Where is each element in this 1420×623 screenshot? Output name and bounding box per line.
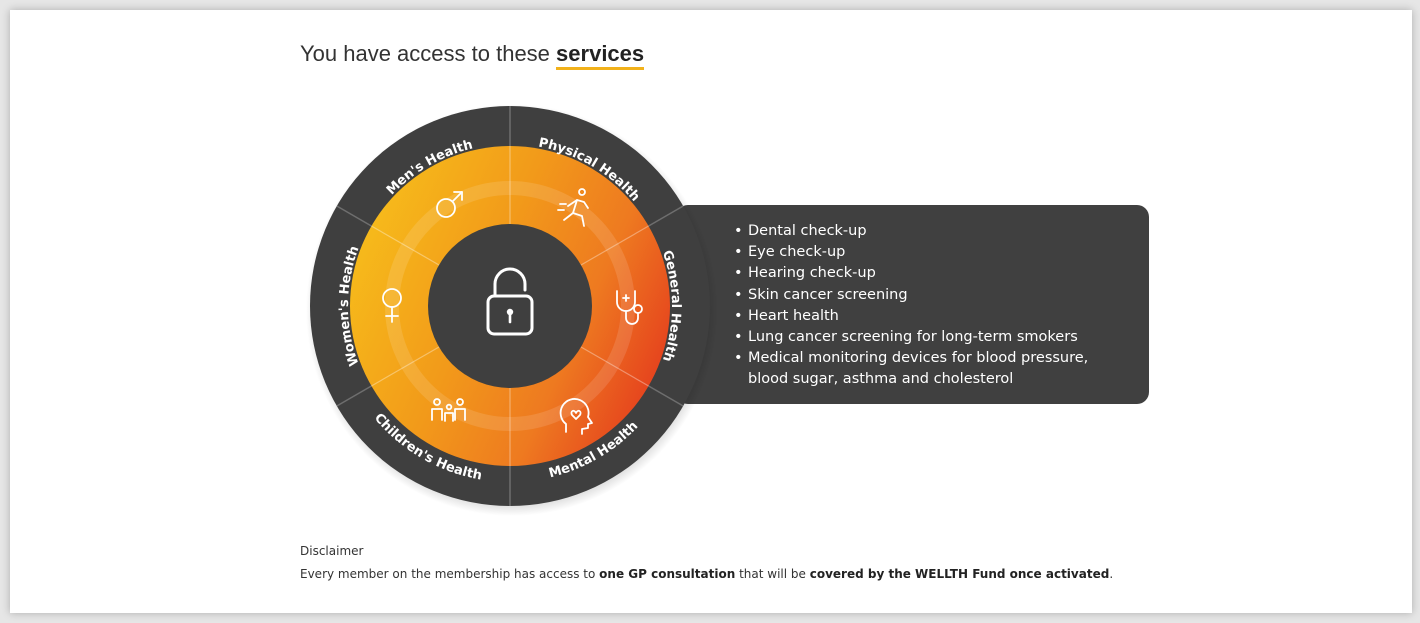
- list-item: Medical monitoring devices for blood pre…: [734, 348, 1124, 390]
- head-heart-icon: [559, 398, 593, 435]
- disclaimer-text-part: Every member on the membership has acces…: [300, 567, 600, 581]
- list-item: Dental check-up: [734, 221, 1124, 242]
- list-item: Skin cancer screening: [734, 285, 1124, 306]
- family-icon: [431, 398, 466, 422]
- list-item: Heart health: [734, 306, 1124, 327]
- list-item: Eye check-up: [734, 242, 1124, 263]
- general-health-details-panel: Dental check-up Eye check-up Hearing che…: [676, 205, 1149, 404]
- services-list: Dental check-up Eye check-up Hearing che…: [734, 221, 1124, 391]
- female-symbol-icon: [382, 288, 402, 323]
- male-symbol-icon: [436, 191, 463, 218]
- segment-dividers: [336, 106, 684, 506]
- list-item: Hearing check-up: [734, 263, 1124, 284]
- disclaimer-text: Every member on the membership has acces…: [300, 567, 1113, 581]
- services-wheel: Men's Health Physical Health General Hea…: [306, 104, 718, 516]
- list-item: Lung cancer screening for long-term smok…: [734, 327, 1124, 348]
- stethoscope-icon: [616, 290, 643, 325]
- title-highlight: services: [556, 41, 645, 70]
- disclaimer-bold-gp: one GP consultation: [599, 567, 736, 581]
- disclaimer-heading: Disclaimer: [300, 544, 364, 558]
- disclaimer-text-part: .: [1109, 567, 1114, 581]
- disclaimer-text-part: that will be: [735, 567, 810, 581]
- title-prefix: You have access to these: [300, 41, 550, 66]
- center-circle: [428, 224, 592, 388]
- unlocked-padlock-icon: [486, 267, 534, 336]
- disclaimer-bold-fund: covered by the WELLTH Fund once activate…: [809, 567, 1110, 581]
- running-person-icon: [557, 188, 589, 227]
- page-title: You have access to these services: [300, 41, 645, 70]
